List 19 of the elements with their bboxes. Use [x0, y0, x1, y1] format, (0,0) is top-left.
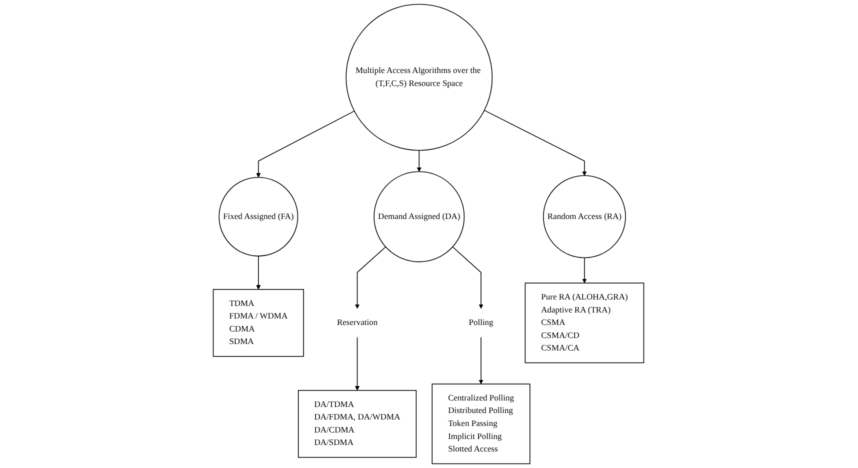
node-box: Pure RA (ALOHA,GRA) Adaptive RA (TRA) CSMA CSMA/CD CSMA/CA — [525, 282, 645, 364]
node-text: Reservation — [337, 318, 378, 328]
arrow — [355, 336, 360, 391]
arrow — [582, 257, 588, 284]
arrow — [479, 336, 484, 384]
node-text: Polling — [469, 318, 494, 328]
arrow — [355, 246, 387, 309]
arrow — [452, 246, 484, 309]
node-circle: Demand Assigned (DA) — [374, 171, 466, 262]
node-box: Centralized Polling Distributed Polling Token Passing Implicit Polling Slotted Access — [432, 384, 531, 464]
node-box: DA/TDMA DA/FDMA, DA/WDMA DA/CDMA DA/SDMA — [298, 390, 418, 458]
node-circle: Multiple Access Algorithms over the (T,F,C,S) Resource Space — [346, 4, 494, 151]
node-circle: Fixed Assigned (FA) — [219, 176, 299, 256]
arrow — [256, 256, 262, 290]
arrow — [256, 110, 356, 178]
node-circle: Random Access (RA) — [544, 175, 626, 258]
arrow — [484, 110, 588, 176]
node-box: TDMA FDMA / WDMA CDMA SDMA — [213, 289, 304, 357]
arrow — [417, 150, 422, 172]
